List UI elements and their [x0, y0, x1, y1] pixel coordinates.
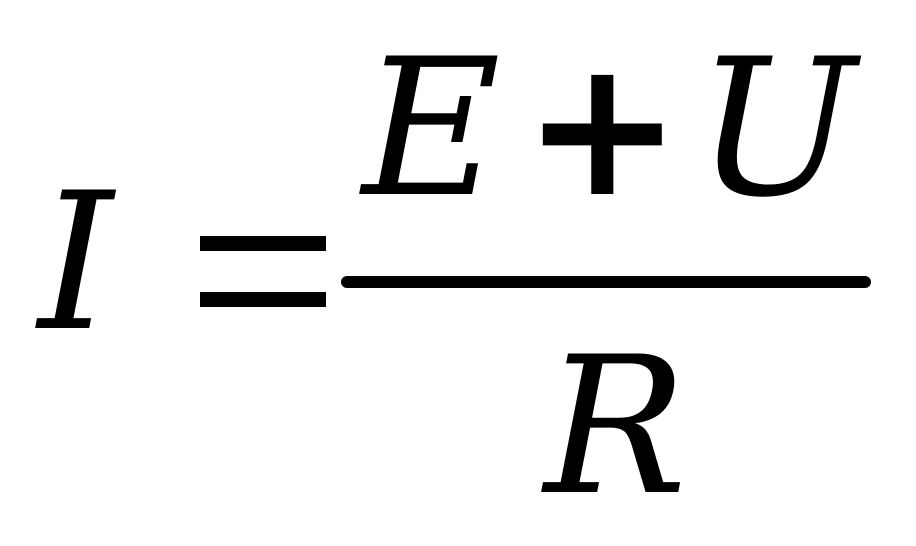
equals-sign-bottom-bar	[200, 292, 326, 307]
fraction-denominator-r: R	[544, 316, 688, 537]
lhs-variable-i: I	[38, 152, 114, 373]
equals-sign-top-bar	[200, 236, 326, 251]
fraction-bar	[341, 276, 871, 288]
numerator-variable-u: U	[695, 18, 857, 239]
plus-operator: +	[522, 18, 682, 239]
numerator-variable-e: E	[362, 18, 501, 239]
fraction-numerator: E+U	[362, 34, 856, 224]
